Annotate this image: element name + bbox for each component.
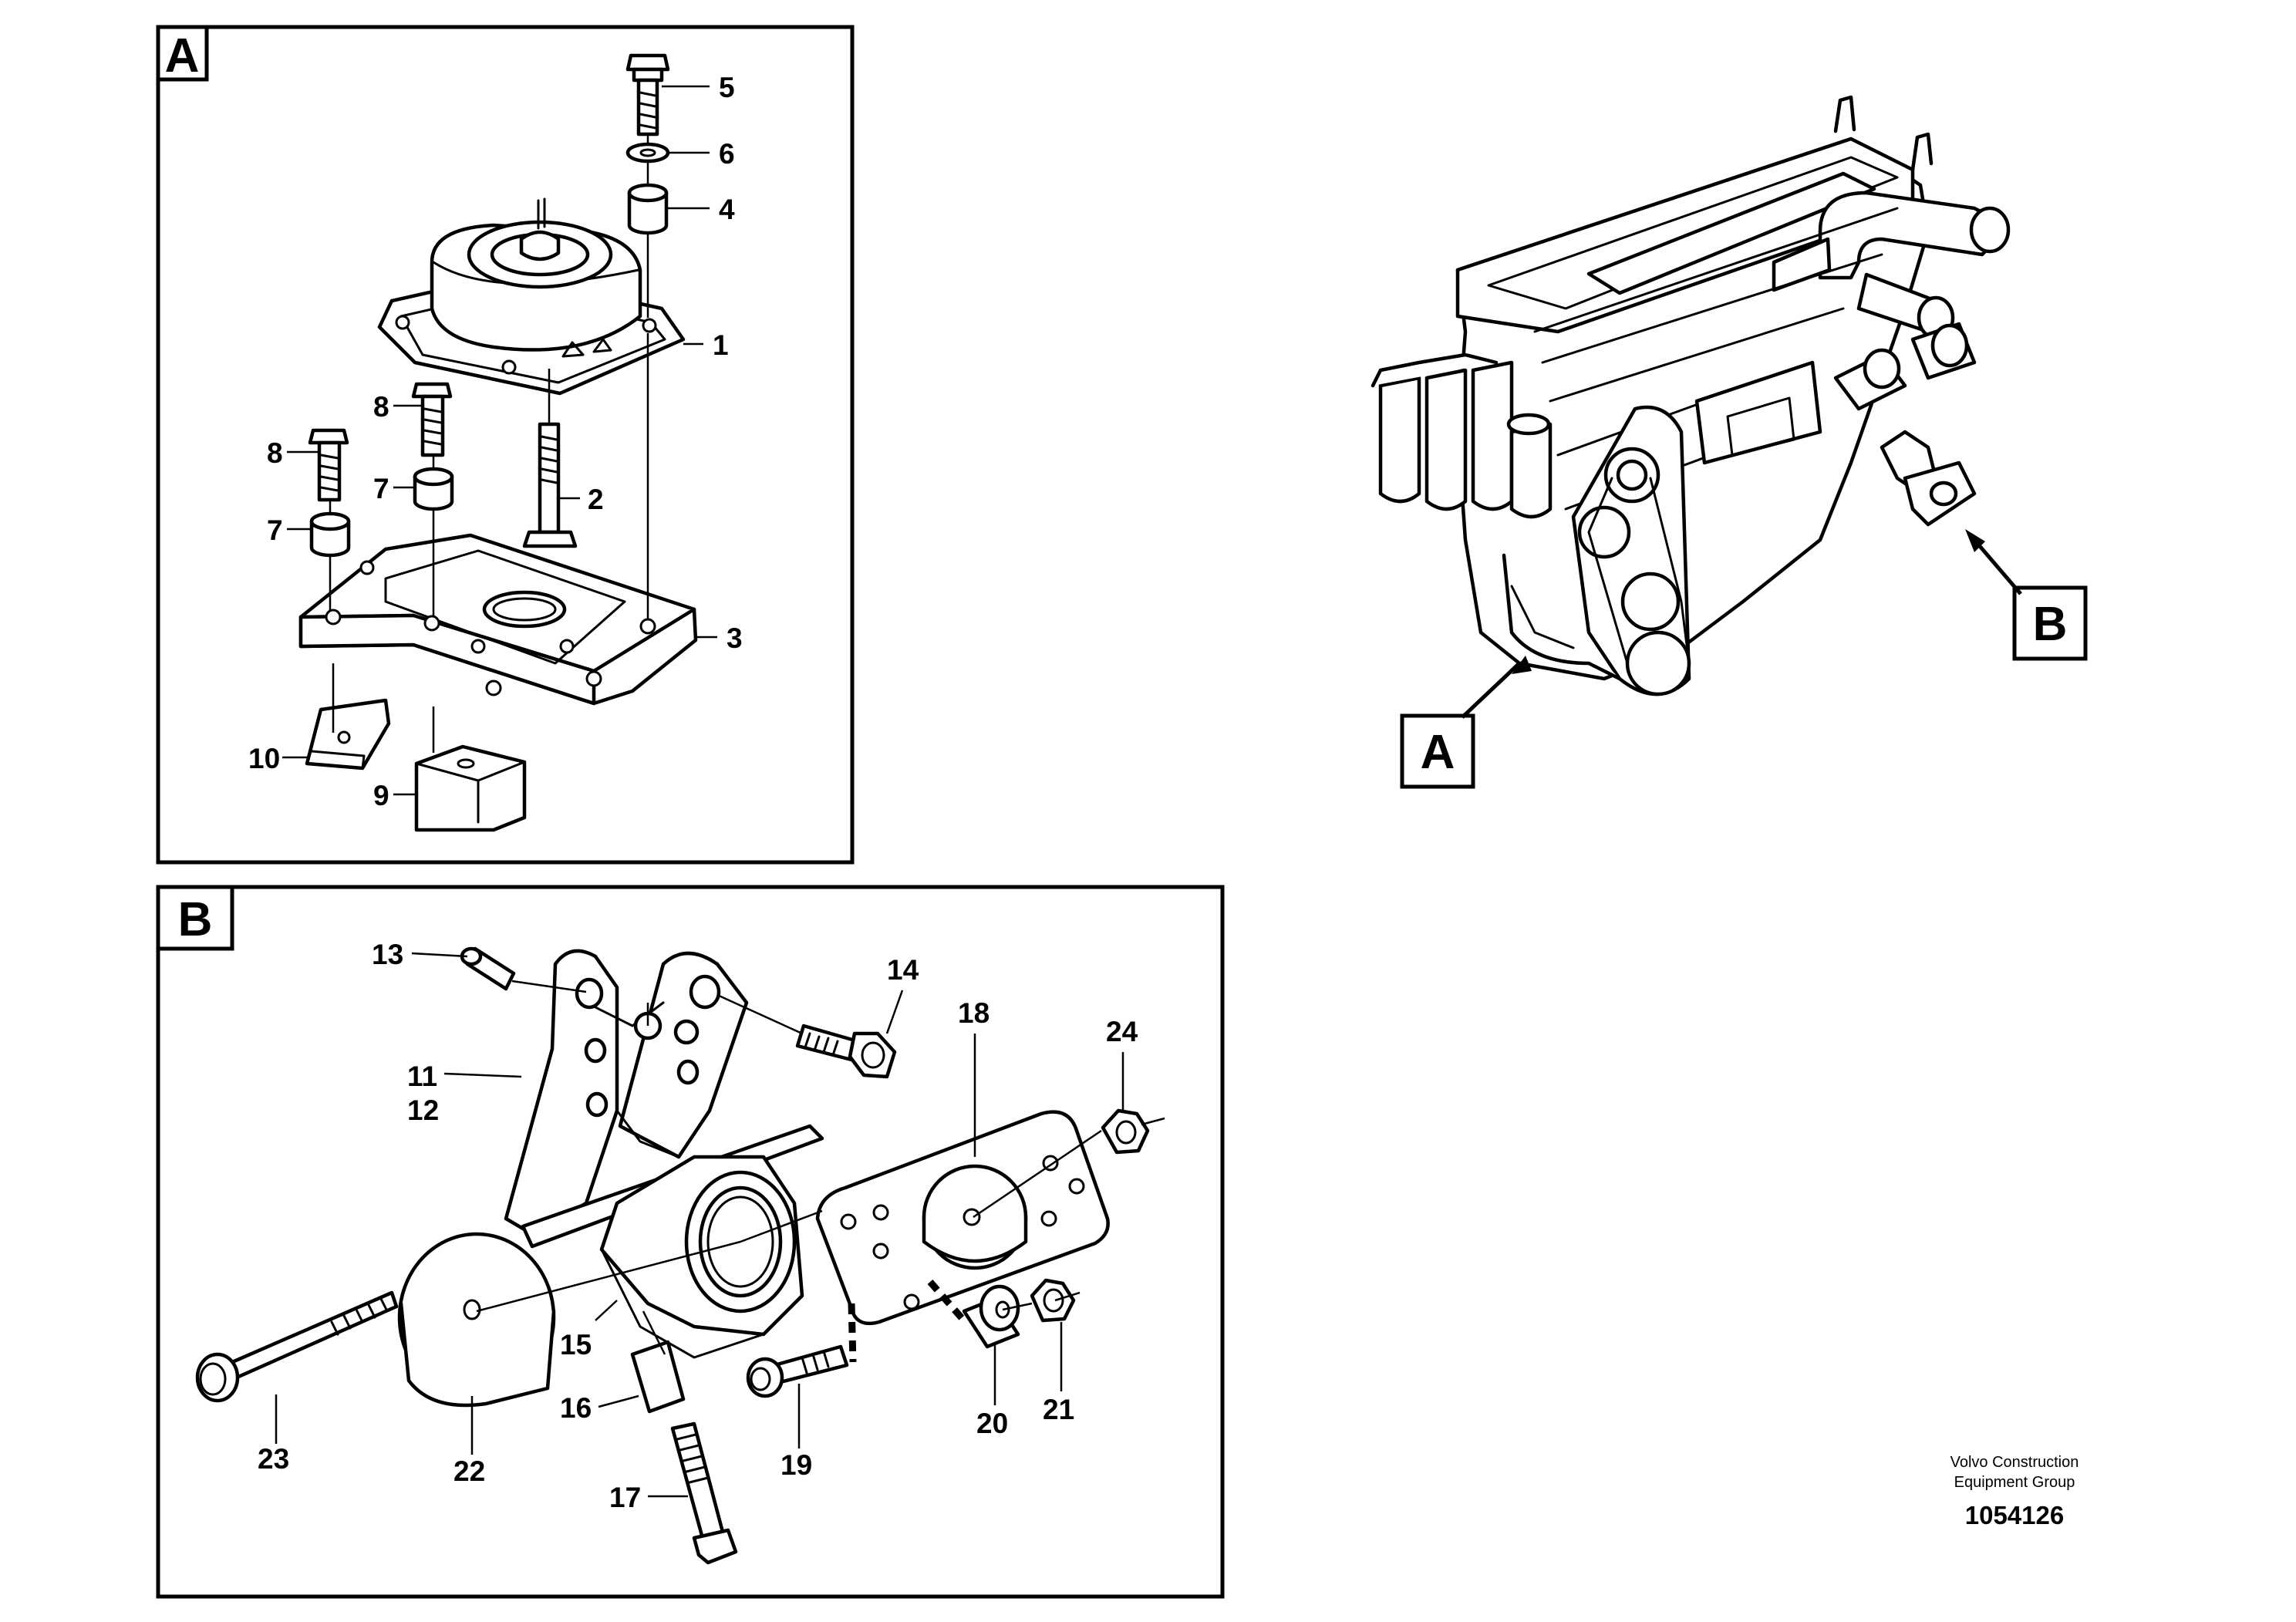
pin-part-13 xyxy=(460,946,516,991)
section-b-guide-lines xyxy=(476,980,1165,1363)
callout-8-right: 8 xyxy=(373,391,389,423)
nut-part-21 xyxy=(1030,1278,1076,1323)
section-a-callouts: 5 6 4 1 2 3 8 8 7 7 10 9 xyxy=(248,72,743,811)
washer-part-22 xyxy=(397,1232,556,1408)
callout-1: 1 xyxy=(713,329,729,361)
section-b-label: B xyxy=(178,893,213,946)
callout-24: 24 xyxy=(1106,1016,1138,1047)
plate-part-18 xyxy=(815,1110,1110,1326)
overview-label-a: A xyxy=(1421,726,1455,779)
bolt-part-19 xyxy=(746,1344,849,1398)
callout-5: 5 xyxy=(719,72,735,103)
spacer-part-16 xyxy=(630,1340,686,1414)
callout-22: 22 xyxy=(453,1455,485,1487)
section-a-label: A xyxy=(165,29,200,83)
bracket-part-11-12 xyxy=(504,949,749,1236)
callout-3: 3 xyxy=(727,622,743,654)
section-a-label-box xyxy=(156,25,209,82)
spacer-part-4 xyxy=(627,183,669,235)
overview-callout-a: A xyxy=(1400,656,1532,789)
callout-9: 9 xyxy=(373,780,389,811)
bolt-part-14 xyxy=(795,1023,897,1079)
callout-19: 19 xyxy=(781,1449,812,1481)
block-part-9 xyxy=(414,744,527,832)
spacer-part-7-right xyxy=(413,467,454,511)
callout-16: 16 xyxy=(560,1392,592,1424)
section-b-label-box xyxy=(156,885,234,951)
publisher-credit: Volvo Construction Equipment Group 10541… xyxy=(1950,1454,2079,1529)
engine-overview: A B xyxy=(1371,95,2088,789)
section-b-callouts: 13 14 18 24 11 12 15 16 17 23 22 19 20 xyxy=(258,939,1138,1513)
washer-part-6 xyxy=(625,142,670,164)
callout-14: 14 xyxy=(887,954,919,986)
section-b: B xyxy=(156,885,1225,1599)
callout-2: 2 xyxy=(588,484,604,515)
bolt-part-2 xyxy=(522,422,578,548)
callout-12: 12 xyxy=(407,1094,439,1126)
overview-label-a-box xyxy=(1400,713,1475,789)
spacer-part-7-left xyxy=(309,511,351,558)
overview-callout-b: B xyxy=(1965,529,2088,661)
callout-17: 17 xyxy=(609,1482,641,1513)
callout-18: 18 xyxy=(958,997,990,1029)
callout-4: 4 xyxy=(719,194,735,225)
bolt-part-5 xyxy=(625,53,670,137)
credit-line-2: Equipment Group xyxy=(1954,1474,2075,1491)
overview-label-b: B xyxy=(2033,598,2068,651)
base-plate-part-3 xyxy=(298,533,698,706)
section-b-frame xyxy=(156,885,1225,1599)
callout-10: 10 xyxy=(248,743,280,774)
callout-15: 15 xyxy=(560,1329,592,1361)
overview-label-b-box xyxy=(2012,585,2088,661)
callout-13: 13 xyxy=(372,939,403,970)
document-number: 1054126 xyxy=(1965,1501,2064,1529)
credit-line-1: Volvo Construction xyxy=(1950,1454,2079,1471)
callout-7-left: 7 xyxy=(267,514,283,546)
bolt-part-23 xyxy=(195,1290,399,1403)
rubber-mount-part-1 xyxy=(377,197,686,396)
callout-23: 23 xyxy=(258,1443,289,1475)
callout-6: 6 xyxy=(719,138,735,170)
bolt-part-8-right xyxy=(411,382,453,457)
bolt-part-17 xyxy=(670,1421,738,1565)
section-a-frame xyxy=(156,25,855,865)
section-a: A xyxy=(156,25,855,865)
callout-21: 21 xyxy=(1043,1394,1074,1425)
bolt-part-8-left xyxy=(308,428,349,502)
callout-20: 20 xyxy=(976,1408,1008,1439)
nut-part-24 xyxy=(1101,1108,1150,1155)
bushing-part-20 xyxy=(962,1284,1020,1349)
callout-7-right: 7 xyxy=(373,473,389,504)
section-a-guide-lines xyxy=(329,134,649,753)
bracket-part-10 xyxy=(305,698,391,771)
callout-11: 11 xyxy=(407,1061,437,1092)
callout-8-left: 8 xyxy=(267,437,283,469)
mount-b-bracket xyxy=(1880,430,1977,527)
